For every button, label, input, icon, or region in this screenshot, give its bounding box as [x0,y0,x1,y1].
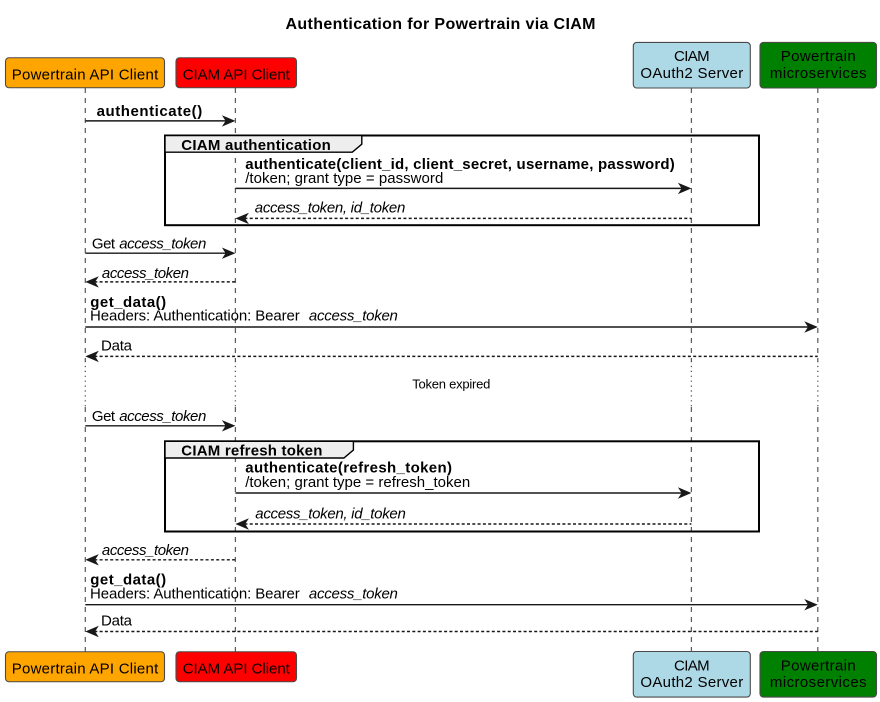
svg-text:Get: Get [92,236,116,253]
svg-text:access_token: access_token [309,585,398,602]
svg-text:authenticate(client_id, client: authenticate(client_id, client_secret, u… [245,156,675,173]
svg-text:access_token: access_token [119,408,206,425]
svg-text:Data: Data [101,613,133,630]
svg-text:access_token: access_token [102,542,189,559]
svg-text:Get: Get [92,408,116,425]
svg-text:Powertrain: Powertrain [781,48,856,65]
svg-text:authenticate(): authenticate() [97,103,203,120]
svg-text:get_data(): get_data() [90,572,166,589]
svg-text:/token; grant type = refresh_t: /token; grant type = refresh_token [245,474,470,491]
svg-text:CIAM API Client: CIAM API Client [183,660,291,677]
svg-text:Token expired: Token expired [412,377,490,392]
svg-text:OAuth2 Server: OAuth2 Server [640,674,743,691]
svg-text:access_token: access_token [119,236,206,253]
svg-text:CIAM authentication: CIAM authentication [181,137,330,154]
svg-text:/token; grant type = password: /token; grant type = password [245,170,443,187]
svg-text:access_token: access_token [309,308,398,325]
svg-text:Data: Data [101,338,133,355]
svg-text:get_data(): get_data() [90,294,166,311]
svg-text:CIAM refresh token: CIAM refresh token [181,443,322,460]
svg-text:Headers: Authentication: Beare: Headers: Authentication: Bearer [90,585,300,602]
svg-text:Powertrain API Client: Powertrain API Client [12,660,159,677]
svg-text:access_token, id_token: access_token, id_token [255,505,405,522]
svg-text:authenticate(refresh_token): authenticate(refresh_token) [245,459,452,476]
svg-text:access_token, id_token: access_token, id_token [255,200,405,217]
svg-text:Authentication for Powertrain: Authentication for Powertrain via CIAM [286,16,596,33]
svg-text:Powertrain API Client: Powertrain API Client [12,66,159,83]
svg-text:CIAM: CIAM [674,657,710,674]
svg-text:Powertrain: Powertrain [781,657,856,674]
svg-text:Headers: Authentication: Beare: Headers: Authentication: Bearer [90,308,300,325]
svg-text:access_token: access_token [102,265,189,282]
svg-text:CIAM: CIAM [674,48,710,65]
svg-text:microservices: microservices [770,65,867,82]
svg-text:OAuth2 Server: OAuth2 Server [640,65,743,82]
svg-text:CIAM API Client: CIAM API Client [183,66,291,83]
svg-text:microservices: microservices [770,674,867,691]
